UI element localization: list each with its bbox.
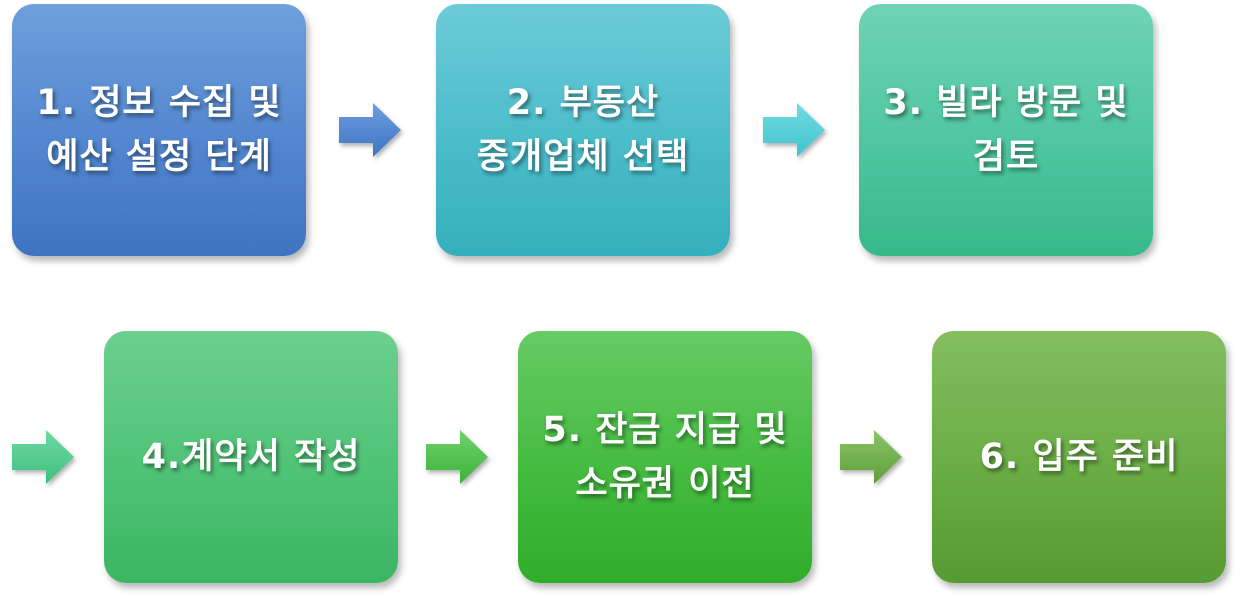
right-arrow-icon bbox=[426, 429, 490, 485]
step-1-box: 1. 정보 수집 및 예산 설정 단계 bbox=[12, 4, 306, 256]
right-arrow-icon bbox=[763, 102, 827, 158]
step-1-label: 1. 정보 수집 및 예산 설정 단계 bbox=[36, 83, 282, 177]
right-arrow-shape bbox=[840, 430, 902, 484]
right-arrow-shape bbox=[426, 430, 488, 484]
right-arrow-icon bbox=[840, 429, 904, 485]
right-arrow-icon bbox=[339, 102, 403, 158]
right-arrow-shape bbox=[339, 103, 401, 157]
step-2-label: 2. 부동산 중개업체 선택 bbox=[476, 83, 690, 177]
step-6-box: 6. 입주 준비 bbox=[932, 331, 1226, 583]
step-3-box: 3. 빌라 방문 및 검토 bbox=[859, 4, 1153, 256]
step-3-label: 3. 빌라 방문 및 검토 bbox=[883, 83, 1129, 177]
right-arrow-shape bbox=[763, 103, 825, 157]
right-arrow-shape bbox=[12, 430, 74, 484]
step-5-label: 5. 잔금 지급 및 소유권 이전 bbox=[542, 410, 788, 504]
step-5-box: 5. 잔금 지급 및 소유권 이전 bbox=[518, 331, 812, 583]
step-6-label: 6. 입주 준비 bbox=[979, 437, 1179, 477]
step-4-label: 4.계약서 작성 bbox=[141, 437, 361, 477]
step-4-box: 4.계약서 작성 bbox=[104, 331, 398, 583]
step-2-box: 2. 부동산 중개업체 선택 bbox=[436, 4, 730, 256]
right-arrow-icon bbox=[12, 429, 76, 485]
